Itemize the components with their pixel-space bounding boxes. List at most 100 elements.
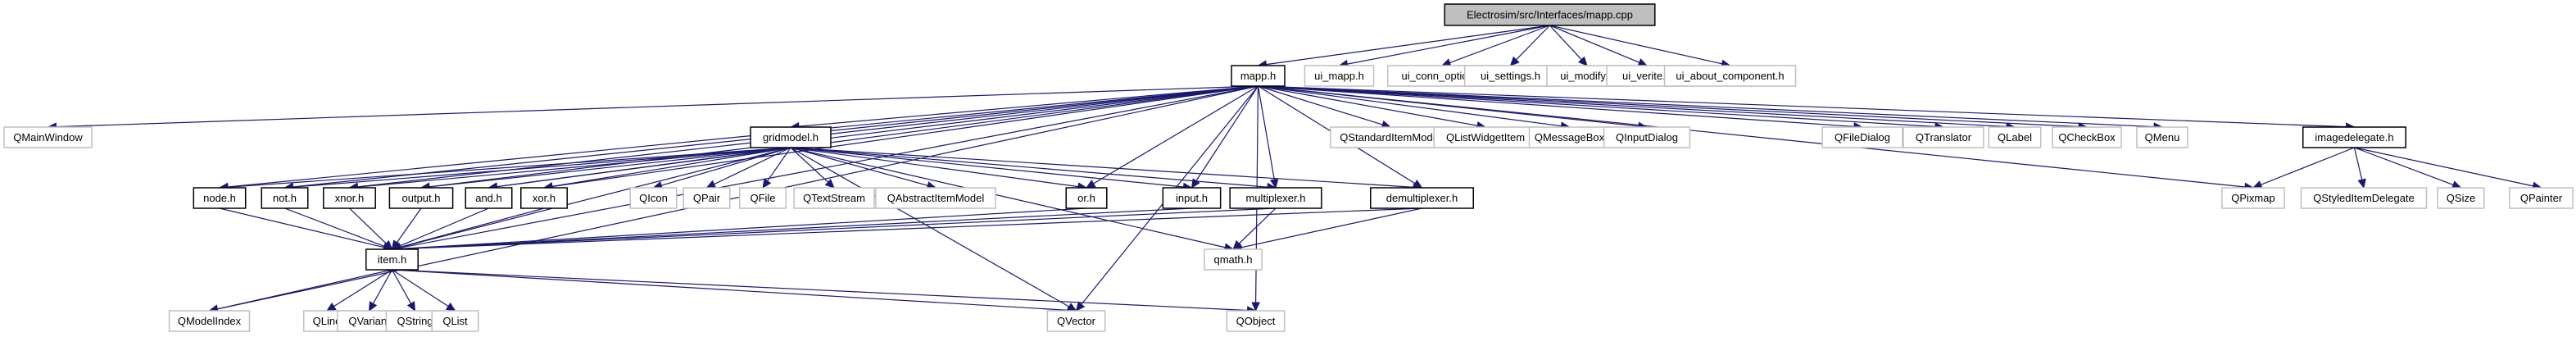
node-box (1603, 126, 1691, 148)
node-box (1663, 65, 1797, 87)
arrowhead-multiplexer-h-icon (1270, 178, 1279, 189)
node-label: QAbstractItemModel (887, 192, 985, 204)
node-xnor-h[interactable]: xnor.h (323, 187, 376, 209)
edge-imagedelegate-h-to-qsize (2354, 147, 2454, 186)
node-qicon: QIcon (629, 187, 678, 209)
edge-gridmodel-h-to-and-h (497, 147, 791, 188)
node-electrosim-src-interfaces-mapp-cpp[interactable]: Electrosim/src/Interfaces/mapp.cpp (1444, 3, 1656, 26)
node-box[interactable] (465, 187, 513, 209)
node-box[interactable] (1229, 187, 1322, 209)
node-box[interactable] (2302, 126, 2406, 148)
node-label: QLine (313, 315, 342, 327)
node-box[interactable] (1231, 65, 1286, 87)
node-or-h[interactable]: or.h (1065, 187, 1108, 209)
arrowhead-qobject-icon (1251, 302, 1260, 312)
arrowhead-qpair-icon (705, 180, 717, 189)
node-qinputdialog: QInputDialog (1603, 126, 1691, 148)
node-box (3, 126, 93, 148)
node-node-h[interactable]: node.h (193, 187, 247, 209)
arrowhead-qlist-icon (445, 302, 456, 312)
node-label: node.h (203, 192, 236, 204)
node-label: ui_about_component.h (1676, 70, 1784, 82)
edge-item-h-to-qvector (392, 269, 1068, 312)
node-box (2437, 187, 2485, 209)
edge-gridmodel-h-to-multiplexer-h (790, 147, 1268, 188)
arrowhead-item-h-icon (383, 239, 393, 250)
node-box (629, 187, 678, 209)
node-box[interactable] (388, 187, 454, 209)
edge-mapp-h-to-qmessagebox (1258, 85, 1562, 127)
node-label: Electrosim/src/Interfaces/mapp.cpp (1467, 9, 1633, 21)
node-gridmodel-h[interactable]: gridmodel.h (750, 126, 832, 148)
node-box[interactable] (750, 126, 832, 148)
node-label: demultiplexer.h (1386, 192, 1458, 204)
node-label: and.h (475, 192, 502, 204)
node-label: QVariant (348, 315, 390, 327)
node-box (1046, 310, 1106, 332)
edge-gridmodel-h-to-qvector (790, 147, 1070, 307)
arrowhead-qtextstream-icon (824, 178, 835, 189)
edge-gridmodel-h-to-qabstractitemmodel (790, 147, 928, 186)
edge-mapp-h-to-qmainwindow (56, 85, 1259, 128)
arrowhead-ui-modify-h-icon (1577, 56, 1588, 66)
node-item-h[interactable]: item.h (365, 248, 419, 271)
node-not-h[interactable]: not.h (261, 187, 309, 209)
node-ui-settings-h: ui_settings.h (1463, 65, 1558, 87)
node-box (431, 310, 479, 332)
edge-mapp-h-to-multiplexer-h (1257, 85, 1275, 180)
node-label: QFile (750, 192, 775, 204)
node-mapp-h[interactable]: mapp.h (1231, 65, 1286, 87)
node-box[interactable] (261, 187, 309, 209)
node-ui-about-component-h: ui_about_component.h (1663, 65, 1797, 87)
node-box[interactable] (1162, 187, 1222, 209)
node-box (1463, 65, 1558, 87)
edge-gridmodel-h-to-input-h (790, 147, 1184, 188)
edge-input-h-to-item-h (400, 207, 1192, 250)
node-label: QLabel (1998, 131, 2032, 143)
node-box[interactable] (1370, 187, 1474, 209)
node-box[interactable] (193, 187, 247, 209)
edge-item-h-to-qvariant (372, 269, 393, 304)
node-and-h[interactable]: and.h (465, 187, 513, 209)
node-qmessagebox: QMessageBox (1528, 126, 1611, 148)
edge-root-to-ui-settings-h (1516, 25, 1550, 61)
node-box (2509, 187, 2574, 209)
node-demultiplexer-h[interactable]: demultiplexer.h (1370, 187, 1474, 209)
node-box[interactable] (365, 248, 419, 271)
node-box[interactable] (520, 187, 568, 209)
edge-mapp-h-to-or-h (1093, 85, 1259, 184)
node-xor-h[interactable]: xor.h (520, 187, 568, 209)
node-output-h[interactable]: output.h (388, 187, 454, 209)
node-box (793, 187, 875, 209)
arrowhead-qpixmap-icon (2252, 180, 2263, 189)
node-box[interactable] (323, 187, 376, 209)
node-qvector: QVector (1046, 310, 1106, 332)
node-multiplexer-h[interactable]: multiplexer.h (1229, 187, 1322, 209)
node-input-h[interactable]: input.h (1162, 187, 1222, 209)
node-label: QPair (693, 192, 721, 204)
node-qmenu: QMenu (2136, 126, 2188, 148)
edge-item-h-to-qlist (392, 269, 449, 307)
node-box (2300, 187, 2428, 209)
node-label: QTextStream (803, 192, 865, 204)
node-box (1330, 126, 1451, 148)
node-box[interactable] (1444, 3, 1656, 26)
node-box[interactable] (1065, 187, 1108, 209)
edge-mapp-h-to-qpixmap (1258, 85, 2246, 188)
edge-mapp-h-to-qfiledialog (1258, 85, 1855, 127)
edge-gridmodel-h-to-qmath-h (790, 147, 1226, 248)
node-imagedelegate-h[interactable]: imagedelegate.h (2302, 126, 2406, 148)
edge-multiplexer-h-to-qmath-h (1238, 207, 1277, 244)
node-label: QIcon (639, 192, 668, 204)
node-qmodelindex: QModelIndex (168, 310, 251, 332)
arrowhead-qline-icon (325, 302, 337, 312)
node-qlist: QList (431, 310, 479, 332)
edge-gridmodel-h-to-xor-h (551, 147, 791, 187)
node-label: xnor.h (335, 192, 364, 204)
edge-mapp-h-to-qlabel (1258, 85, 2007, 128)
edges-layer (47, 25, 2542, 315)
node-label: QMenu (2145, 131, 2180, 143)
node-label: QInputDialog (1616, 131, 1678, 143)
node-label: ui_modify.h (1560, 70, 1614, 82)
